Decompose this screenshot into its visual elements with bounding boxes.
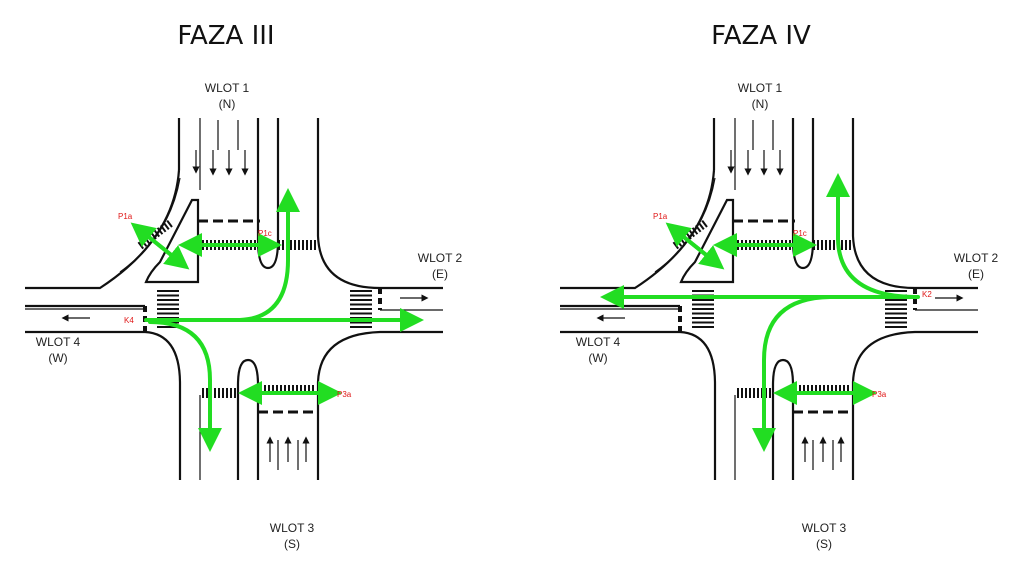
signal-label-p1c: P1c: [793, 229, 807, 238]
flow-east-left: [752, 295, 916, 452]
ped-p1a-b: [130, 222, 182, 264]
panel-faza-iv: FAZA IV WLOT 1 (N) WLOT 2 (E) WLOT 3 (S)…: [560, 21, 999, 551]
panel-faza-iii: FAZA III WLOT 1 (N) WLOT 2 (E) WLOT 3 (S…: [25, 21, 463, 551]
approach-east-name: WLOT 2: [418, 251, 463, 265]
signal-label-p1a: P1a: [118, 212, 133, 221]
approach-east-dir: (E): [432, 267, 448, 281]
approach-north-name: WLOT 1: [738, 81, 783, 95]
approach-east-dir: (E): [968, 267, 984, 281]
approach-west-dir: (W): [588, 351, 607, 365]
approach-south-dir: (S): [816, 537, 832, 551]
approach-south-name: WLOT 3: [270, 521, 315, 535]
panel-title: FAZA III: [177, 21, 274, 51]
approach-east-name: WLOT 2: [954, 251, 999, 265]
signal-label-p3a: P3a: [872, 390, 887, 399]
signal-label-vehicle: K4: [124, 316, 134, 325]
signal-label-p3a: P3a: [337, 390, 352, 399]
panel-title: FAZA IV: [711, 21, 811, 51]
approach-west-name: WLOT 4: [36, 335, 81, 349]
approach-south-name: WLOT 3: [802, 521, 847, 535]
approach-south-dir: (S): [284, 537, 300, 551]
approach-west-dir: (W): [48, 351, 67, 365]
approach-north-name: WLOT 1: [205, 81, 250, 95]
flow-west-right: [148, 320, 222, 452]
signal-label-p1c: P1c: [258, 229, 272, 238]
flow-west-left: [148, 188, 300, 322]
approach-west-name: WLOT 4: [576, 335, 621, 349]
signal-label-vehicle: K2: [922, 290, 932, 299]
approach-north-dir: (N): [219, 97, 236, 111]
signal-label-p1a: P1a: [653, 212, 668, 221]
ped-p1a-b: [665, 222, 717, 264]
approach-north-dir: (N): [752, 97, 769, 111]
intersection-geometry: [25, 118, 443, 480]
